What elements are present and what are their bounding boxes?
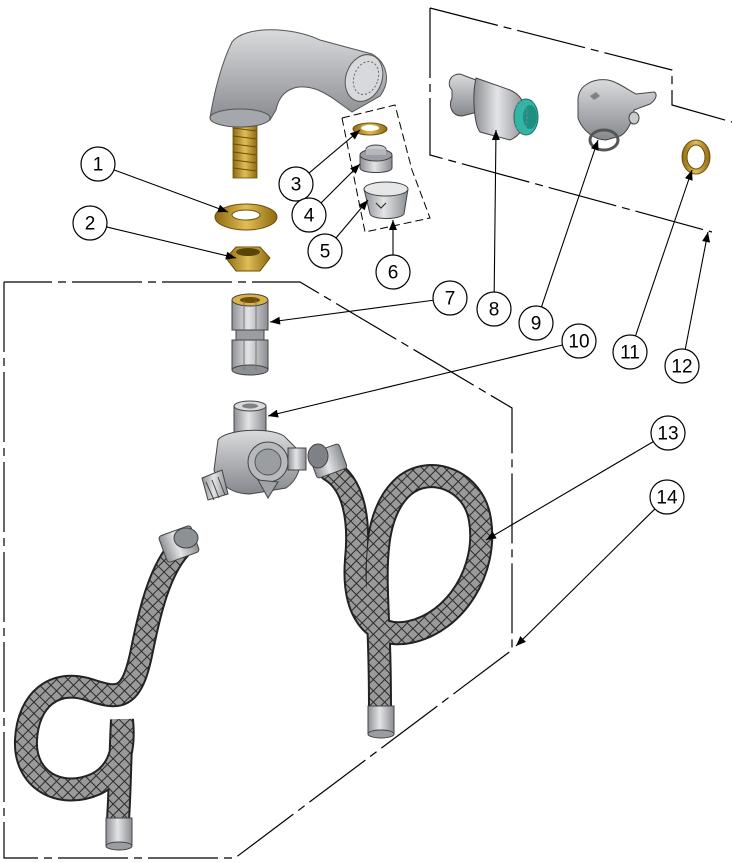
- callout-12: 12: [664, 231, 711, 384]
- callout-circle-8: [476, 291, 512, 327]
- arrowhead-9: [591, 140, 599, 151]
- callout-number-2: 2: [85, 214, 96, 235]
- arrowhead-8: [491, 130, 500, 141]
- arrowhead-14: [516, 636, 526, 646]
- callout-7: 7: [269, 280, 468, 325]
- callout-circle-6: [375, 254, 411, 290]
- leader-line-14: [515, 508, 656, 647]
- mixing-valve-icon: [201, 400, 307, 501]
- callout-circle-10: [561, 323, 597, 359]
- coupling-icon: [231, 293, 269, 376]
- aerator-housing-icon: [363, 181, 409, 219]
- callout-10: 10: [267, 323, 597, 418]
- kit-boundary-top-right: [429, 7, 732, 233]
- callout-9: 9: [518, 139, 599, 341]
- callout-number-9: 9: [531, 314, 542, 335]
- callout-circle-9: [518, 305, 554, 341]
- callout-number-8: 8: [489, 300, 500, 321]
- leader-line-8: [493, 129, 497, 293]
- aerator-kit-bracket: [341, 104, 431, 233]
- callout-number-12: 12: [671, 357, 692, 378]
- arrowhead-7: [270, 316, 281, 325]
- braided-hose-icon: [307, 443, 494, 739]
- leader-line-3: [308, 129, 361, 174]
- callout-5: 5: [307, 199, 369, 269]
- leader-line-10: [267, 344, 563, 417]
- brass-ring-icon: [681, 139, 711, 175]
- callout-number-1: 1: [93, 155, 104, 176]
- arrowhead-2: [225, 251, 236, 260]
- arrowhead-11: [684, 170, 693, 181]
- brass-washer-icon: [214, 203, 278, 231]
- leader-line-11: [634, 169, 693, 337]
- callout-circle-4: [291, 197, 327, 233]
- callout-1: 1: [80, 146, 229, 213]
- hex-locknut-icon: [225, 246, 271, 272]
- cartridge-icon: [448, 73, 539, 141]
- callout-circle-12: [664, 348, 700, 384]
- faucet-spout-icon: [209, 29, 387, 179]
- arrowhead-5: [358, 200, 368, 211]
- callout-number-10: 10: [568, 332, 589, 353]
- leader-line-1: [113, 169, 229, 213]
- braided-hose-icon: [14, 525, 200, 851]
- callout-number-5: 5: [320, 242, 331, 263]
- callout-number-6: 6: [388, 263, 399, 284]
- callout-circle-1: [80, 146, 116, 182]
- arrowhead-12: [702, 232, 711, 243]
- leader-line-13: [485, 441, 654, 541]
- callout-number-7: 7: [445, 289, 456, 310]
- callout-8: 8: [476, 129, 512, 327]
- callout-6: 6: [375, 220, 411, 290]
- arrowhead-6: [389, 220, 397, 230]
- callout-circle-13: [650, 415, 686, 451]
- callout-circle-7: [432, 280, 468, 316]
- arrowhead-10: [268, 409, 279, 418]
- callout-circle-2: [72, 205, 108, 241]
- arrowhead-13: [486, 531, 497, 540]
- callout-3: 3: [278, 129, 361, 202]
- callout-circle-3: [278, 166, 314, 202]
- callout-number-4: 4: [304, 206, 315, 227]
- aerator-insert-icon: [359, 144, 393, 173]
- kit-boundary-bottom: [3, 281, 513, 859]
- arrowhead-3: [349, 130, 360, 140]
- callout-number-14: 14: [656, 488, 678, 509]
- callout-circle-5: [307, 233, 343, 269]
- callout-11: 11: [612, 169, 693, 370]
- callout-14: 14: [515, 479, 685, 647]
- callout-number-11: 11: [620, 343, 640, 364]
- leader-line-7: [269, 299, 434, 323]
- callout-2: 2: [72, 205, 237, 260]
- callout-circle-11: [612, 334, 648, 370]
- callout-13: 13: [485, 415, 686, 541]
- small-washer-icon: [352, 122, 388, 136]
- callout-circle-14: [649, 479, 685, 515]
- leader-line-12: [684, 231, 709, 350]
- callout-4: 4: [291, 163, 361, 233]
- callout-number-13: 13: [657, 424, 678, 445]
- leader-line-9: [540, 139, 599, 308]
- arrowhead-4: [350, 164, 360, 174]
- arrowhead-1: [217, 204, 228, 213]
- leader-line-2: [106, 226, 237, 259]
- callout-number-3: 3: [291, 175, 302, 196]
- lever-handle-icon: [577, 79, 657, 152]
